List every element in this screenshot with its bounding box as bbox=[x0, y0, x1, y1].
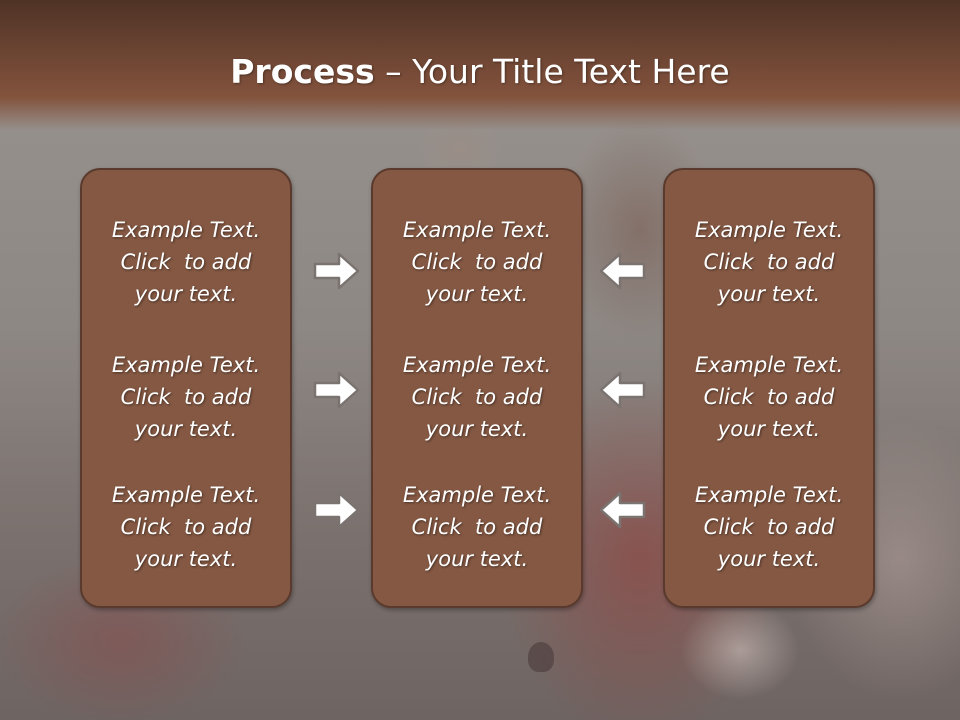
text-line: Click to add bbox=[411, 515, 543, 539]
title-bar bbox=[0, 0, 960, 130]
text-line: Example Text. bbox=[111, 353, 261, 377]
text-block[interactable]: Example Text. Click to add your text. bbox=[665, 214, 873, 310]
text-block[interactable]: Example Text. Click to add your text. bbox=[82, 349, 290, 445]
text-line: Example Text. bbox=[111, 483, 261, 507]
arrow-right-icon bbox=[313, 491, 360, 529]
text-line: your text. bbox=[425, 547, 529, 571]
arrow-right-icon bbox=[313, 371, 360, 409]
panel-left[interactable]: Example Text. Click to add your text. Ex… bbox=[80, 168, 292, 608]
text-line: Click to add bbox=[703, 250, 835, 274]
background-hand bbox=[680, 600, 800, 700]
text-block[interactable]: Example Text. Click to add your text. bbox=[373, 214, 581, 310]
text-block[interactable]: Example Text. Click to add your text. bbox=[82, 214, 290, 310]
text-line: Click to add bbox=[703, 515, 835, 539]
text-line: your text. bbox=[717, 282, 821, 306]
text-line: Click to add bbox=[120, 250, 252, 274]
text-line: Click to add bbox=[120, 385, 252, 409]
text-line: your text. bbox=[134, 547, 238, 571]
arrow-right-icon bbox=[313, 252, 360, 290]
text-line: your text. bbox=[717, 547, 821, 571]
text-block[interactable]: Example Text. Click to add your text. bbox=[82, 479, 290, 575]
text-line: Example Text. bbox=[694, 483, 844, 507]
text-block[interactable]: Example Text. Click to add your text. bbox=[665, 349, 873, 445]
title-bold: Process bbox=[230, 52, 375, 91]
text-line: Click to add bbox=[411, 250, 543, 274]
text-line: Click to add bbox=[703, 385, 835, 409]
panel-right[interactable]: Example Text. Click to add your text. Ex… bbox=[663, 168, 875, 608]
text-line: Example Text. bbox=[111, 218, 261, 242]
text-block[interactable]: Example Text. Click to add your text. bbox=[373, 349, 581, 445]
text-line: Click to add bbox=[120, 515, 252, 539]
text-line: Example Text. bbox=[694, 218, 844, 242]
text-line: Example Text. bbox=[402, 483, 552, 507]
text-line: your text. bbox=[717, 417, 821, 441]
panel-center[interactable]: Example Text. Click to add your text. Ex… bbox=[371, 168, 583, 608]
text-line: your text. bbox=[425, 282, 529, 306]
arrow-left-icon bbox=[599, 491, 646, 529]
text-block[interactable]: Example Text. Click to add your text. bbox=[665, 479, 873, 575]
text-line: Example Text. bbox=[402, 218, 552, 242]
text-block[interactable]: Example Text. Click to add your text. bbox=[373, 479, 581, 575]
slide-title[interactable]: Process – Your Title Text Here bbox=[0, 52, 960, 91]
text-line: Example Text. bbox=[402, 353, 552, 377]
title-rest: – Your Title Text Here bbox=[374, 52, 730, 91]
text-line: your text. bbox=[134, 282, 238, 306]
text-line: your text. bbox=[425, 417, 529, 441]
arrow-left-icon bbox=[599, 252, 646, 290]
text-line: Click to add bbox=[411, 385, 543, 409]
arrow-left-icon bbox=[599, 371, 646, 409]
heart-pendant bbox=[528, 642, 554, 672]
text-line: Example Text. bbox=[694, 353, 844, 377]
text-line: your text. bbox=[134, 417, 238, 441]
